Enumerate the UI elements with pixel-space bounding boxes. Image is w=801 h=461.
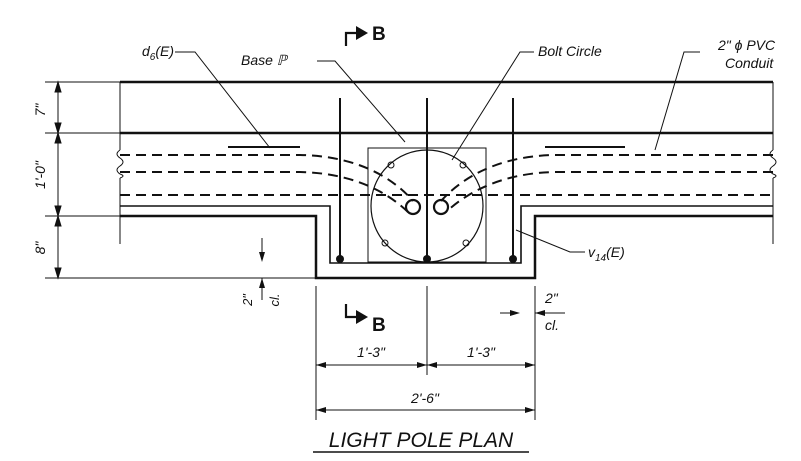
bar-dot-center (423, 255, 431, 263)
dim-right-clear: 2" (544, 290, 559, 306)
footing-outline (120, 214, 773, 280)
leader-conduit (654, 51, 700, 151)
dim-mid-band: 1'-0" (32, 160, 48, 189)
left-break-symbol (116, 149, 124, 179)
drawing-title: LIGHT POLE PLAN (329, 429, 514, 452)
dim-half-left: 1'-3" (357, 344, 386, 360)
label-conduit-size: 2" ϕ PVC (717, 37, 776, 53)
leader-bolt-circle (451, 51, 534, 161)
clear-dim-right (500, 310, 565, 316)
dim-left-clear: 2" (240, 293, 255, 307)
dim-half-right: 1'-3" (467, 344, 496, 360)
section-marker-bottom: B (344, 304, 386, 336)
leader-v14 (515, 229, 585, 253)
vertical-bars (336, 98, 517, 263)
conduit-elbow-right (432, 198, 450, 216)
section-label-top: B (372, 24, 386, 45)
bolt-ne (459, 161, 467, 169)
section-arrow-bottom-icon (356, 310, 368, 324)
inner-footing-line (120, 205, 773, 264)
section-cut-line-top (344, 31, 356, 46)
section-marker-top: B (344, 24, 386, 46)
bolt-sw (381, 239, 389, 247)
section-cut-line-bottom (344, 304, 356, 319)
conduit-left-upper (120, 154, 414, 202)
bolt-circle (370, 149, 484, 263)
bottom-dimensions (315, 286, 536, 420)
dim-bottom-band: 8" (32, 241, 48, 255)
section-label-bottom: B (372, 315, 386, 336)
clear-dim-left (259, 238, 265, 300)
label-base-plate: Base ℙ (241, 52, 289, 68)
label-v14: v14(E) (588, 244, 625, 264)
label-bolt-circle: Bolt Circle (538, 43, 602, 59)
conduit-runs (120, 154, 773, 213)
dim-right-clear-cl: cl. (545, 317, 559, 333)
leader-d6 (175, 51, 271, 149)
left-dimensions (45, 80, 316, 280)
slab-outline (116, 80, 777, 280)
leader-base-pl (317, 60, 406, 143)
bolt-nw (387, 161, 395, 169)
conduit-right-upper (440, 154, 773, 202)
conduit-elbow-left (404, 198, 422, 216)
bolt-se (462, 239, 470, 247)
dim-top-band: 7" (32, 103, 48, 117)
label-conduit: Conduit (725, 55, 774, 71)
section-arrow-top-icon (356, 26, 368, 40)
bar-dot-left (336, 255, 344, 263)
bar-dot-right (509, 255, 517, 263)
label-d6: d6(E) (142, 43, 174, 63)
dim-left-clear-cl: cl. (267, 294, 282, 307)
conduit-left-lower (120, 171, 409, 213)
anchor-bolts (381, 161, 470, 247)
dim-overall: 2'-6" (410, 390, 440, 406)
conduit-right-lower (445, 171, 773, 213)
leader-lines (175, 51, 700, 253)
